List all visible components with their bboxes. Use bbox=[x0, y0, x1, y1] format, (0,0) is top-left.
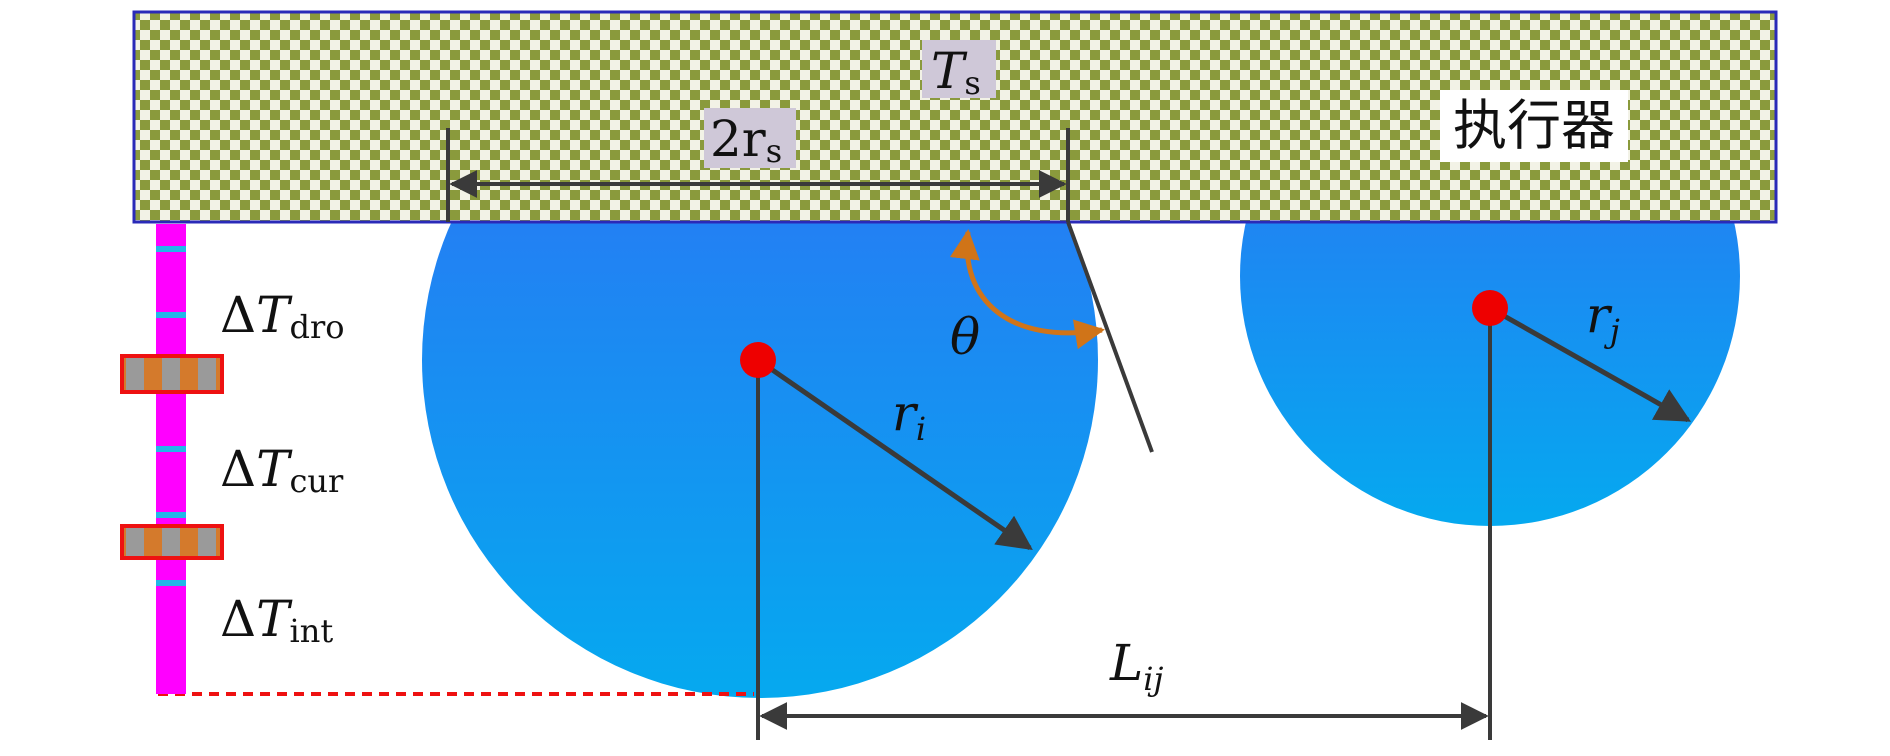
time-bar-tick bbox=[156, 512, 186, 518]
time-bar-tick bbox=[156, 580, 186, 586]
actuator-label-bg bbox=[1440, 90, 1628, 162]
rj-label: rj bbox=[1586, 286, 1620, 350]
time-bar-tick bbox=[156, 446, 186, 452]
time-block-1 bbox=[120, 354, 224, 394]
theta-label: θ bbox=[950, 308, 980, 366]
ts-label: Ts bbox=[931, 42, 981, 102]
time-bar-tick bbox=[156, 246, 186, 252]
time-block-2 bbox=[120, 524, 224, 560]
ri-label: ri bbox=[892, 384, 926, 448]
time-bar-tick bbox=[156, 312, 186, 318]
actuator-label: 执行器 bbox=[1453, 94, 1615, 157]
time-bar bbox=[120, 224, 224, 694]
delta-t-dro-label: ΔTdro bbox=[220, 286, 345, 346]
delta-t-cur-label: ΔTcur bbox=[220, 440, 344, 500]
two-rs-label-bg bbox=[704, 108, 796, 168]
lij-label: Lij bbox=[1109, 634, 1163, 698]
two-rs-label: 2rs bbox=[710, 110, 782, 170]
time-bar-body bbox=[156, 224, 186, 694]
droplet-i-center bbox=[740, 342, 776, 378]
delta-t-int-label: ΔTint bbox=[220, 590, 333, 650]
radius-j-arrow bbox=[1488, 305, 1692, 423]
ts-label-bg bbox=[922, 40, 996, 98]
radius-i-arrow bbox=[756, 357, 1033, 551]
contact-angle-arc bbox=[949, 229, 1105, 350]
droplet-j-center bbox=[1472, 290, 1508, 326]
